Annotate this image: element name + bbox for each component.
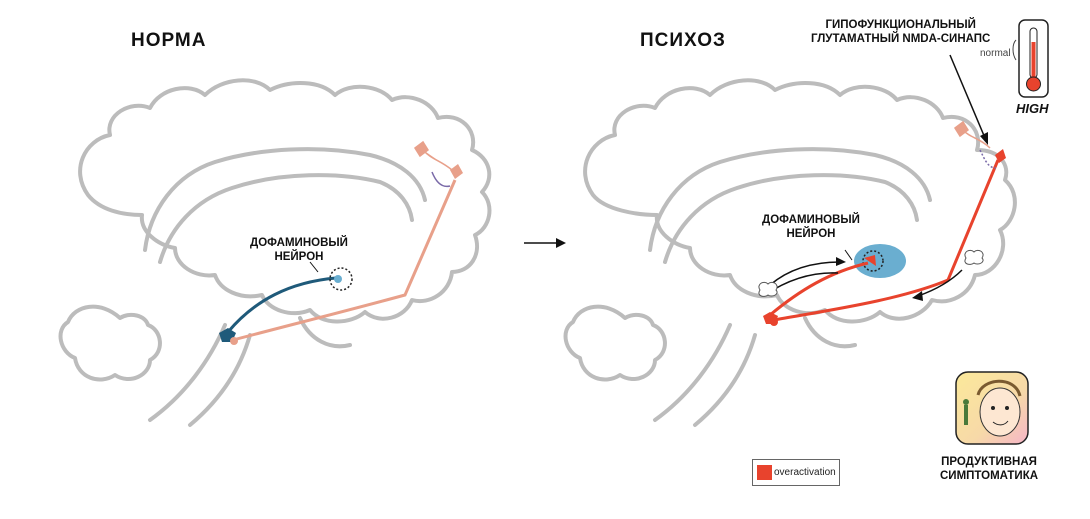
dopamine-axon-right	[769, 261, 869, 317]
pathway-origin-left	[230, 337, 238, 345]
dopamine-halo-right	[854, 244, 906, 278]
thermometer-icon	[1012, 19, 1049, 98]
brainstem-right-a	[653, 323, 732, 422]
brainstem-right-b	[693, 333, 757, 427]
mesocortical-pathway-left	[232, 179, 457, 342]
legend-swatch	[757, 465, 772, 480]
cortical-neuron-left-a	[413, 140, 453, 171]
brainstem-left-b	[188, 333, 252, 427]
thermometer-normal-label: normal	[980, 48, 1011, 59]
transition-arrow	[524, 238, 566, 248]
mesocortical-pathway-right	[773, 159, 1000, 322]
cloud-left	[758, 281, 778, 297]
patient-avatar	[955, 371, 1029, 445]
corpus-callosum-outer-left	[143, 147, 427, 252]
label-dopamine-left: ДОФАМИНОВЫЙ НЕЙРОН	[250, 237, 348, 263]
cortical-neuron-right-b	[995, 149, 1006, 163]
thermometer-high-label: HIGH	[1016, 101, 1049, 116]
legend: overactivation	[752, 459, 840, 486]
label-dopamine-right: ДОФАМИНОВЫЙ НЕЙРОН	[762, 214, 860, 240]
cloud-right	[964, 249, 984, 265]
synapse-pointer-head	[980, 132, 988, 145]
cerebellum-left	[58, 304, 162, 382]
legend-label: overactivation	[774, 467, 836, 478]
brainstem-left-a	[148, 323, 227, 422]
temporal-right	[803, 316, 857, 349]
pathways-right	[309, 54, 1006, 326]
cortical-neuron-left-b	[450, 164, 463, 179]
title-psychosis: ПСИХОЗ	[640, 30, 726, 51]
dopamine-terminal-right	[864, 255, 876, 266]
cortical-neuron-right-a	[953, 120, 991, 149]
dopamine-target-left	[329, 267, 353, 291]
cerebellum-right	[563, 304, 667, 382]
cortex-outline-left	[78, 78, 492, 324]
label-synapse: ГИПОФУНКЦИОНАЛЬНЫЙ ГЛУТАМАТНЫЙ NMDA-СИНА…	[811, 19, 991, 45]
brain-right	[563, 78, 1017, 427]
corpus-callosum-inner-right	[663, 173, 919, 264]
synapse-pointer-line	[949, 54, 986, 139]
flow-arrowhead-lower	[912, 291, 923, 301]
pathway-origin-right	[770, 318, 778, 326]
corpus-callosum-inner-left	[158, 173, 414, 264]
temporal-left	[298, 316, 352, 349]
dopamine-target-right	[862, 250, 884, 272]
cortex-outline-right	[583, 78, 1017, 324]
dopamine-terminal-left	[334, 275, 342, 283]
flow-arrow-upper	[769, 261, 841, 286]
pathways-left	[219, 140, 463, 345]
label-symptoms: ПРОДУКТИВНАЯ СИМПТОМАТИКА	[940, 456, 1039, 482]
synapse-left	[431, 171, 451, 188]
brain-left	[58, 78, 492, 427]
flow-arrowhead-upper	[836, 257, 846, 266]
title-normal: НОРМА	[131, 30, 207, 51]
corpus-callosum-outer-right	[648, 147, 932, 252]
dopamine-axon-left	[226, 276, 337, 333]
